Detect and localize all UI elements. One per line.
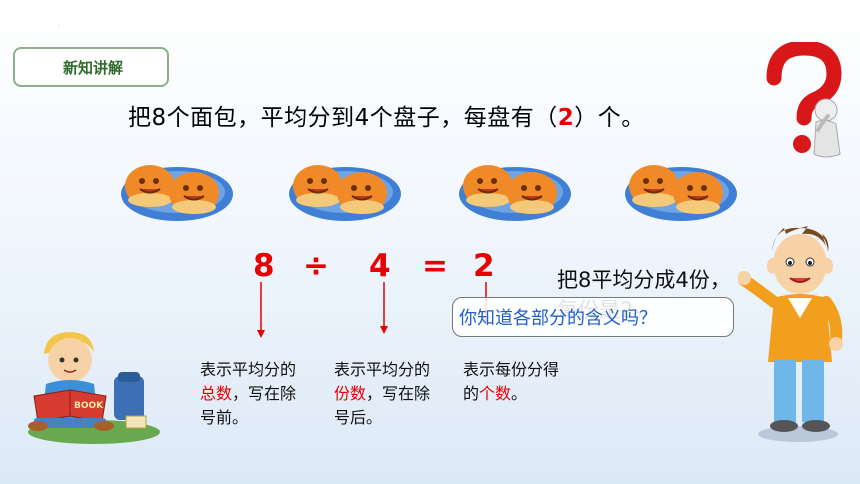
quotient-description: 表示每份分得的个数。 [463,358,559,406]
divisor-description: 表示平均分的份数，写在除号后。 [334,358,446,430]
plate-icon [459,165,571,221]
equation-dividend: 8 [253,248,275,284]
tiny-dot: . [58,21,60,28]
plate-icon [625,165,737,221]
equation-quotient: 2 [473,248,495,284]
desc-text: 表示平均分的 [200,360,297,379]
desc-text: 表示每份分得的 [463,360,560,403]
desc-text: 。 [511,384,528,403]
question-bubble: 你知道各部分的含义吗？ [452,297,734,337]
boy-character-icon [738,226,843,442]
plate-icon [121,165,233,221]
desc-highlight: 总数 [200,384,233,403]
plate-icon [289,165,401,221]
bread-icon [293,165,343,207]
equation-divide-sign: ÷ [303,248,329,284]
desc-highlight: 份数 [334,384,367,403]
bread-icon [125,165,175,207]
boy-reading-book-icon: BOOK [28,332,160,444]
down-arrow-icon [380,282,388,334]
bubble-text: 你知道各部分的含义吗？ [459,308,657,329]
section-badge: 新知讲解 [13,47,169,87]
dividend-description: 表示平均分的总数，写在除号前。 [200,358,310,430]
question-answer: 2 [557,105,575,131]
equation-divisor: 4 [369,248,391,284]
desc-highlight: 个数 [479,384,512,403]
desc-text: ，写在除号后。 [334,384,431,427]
desc-text: ，写在除号前。 [200,384,297,427]
bread-icon [629,165,679,207]
book-label: BOOK [74,401,104,411]
down-arrow-icon [257,282,265,338]
question-text: 把8个面包，平均分到4个盘子，每盘有（2）个。 [128,98,645,132]
bread-icon [507,172,557,214]
bread-icon [463,165,513,207]
question-after: ）个。 [574,105,645,131]
bread-icon [169,172,219,214]
bread-icon [337,172,387,214]
question-mark-thinker-icon [766,42,842,158]
question-before: 把8个面包，平均分到4个盘子，每盘有（ [128,105,558,131]
bread-icon [673,172,723,214]
equation-equals-sign: = [422,248,448,284]
desc-text: 表示平均分的 [334,360,431,379]
